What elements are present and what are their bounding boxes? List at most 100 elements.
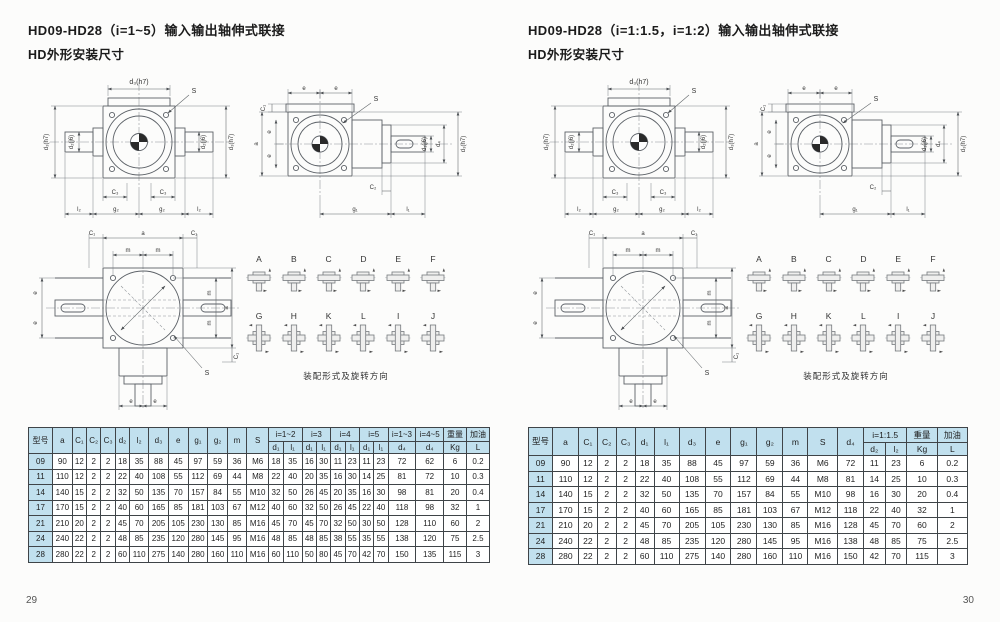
- dim-label: m: [207, 321, 213, 326]
- dim-label: d₂(j6): [69, 135, 75, 149]
- value-cell: 45: [167, 453, 189, 470]
- col-header: m: [782, 427, 809, 456]
- value-cell: 0.3: [465, 468, 491, 485]
- value-cell: 32: [114, 484, 131, 501]
- coupling-variant-L: L: [848, 311, 878, 358]
- value-cell: 30: [344, 468, 360, 485]
- value-cell: 240: [552, 532, 579, 549]
- value-cell: 2: [86, 530, 102, 547]
- value-cell: 135: [415, 546, 445, 563]
- value-cell: M16: [245, 515, 270, 532]
- value-cell: 70: [373, 546, 389, 563]
- coupling-variant-label: L: [361, 311, 366, 321]
- value-cell: 138: [836, 532, 864, 549]
- model-cell: 21: [28, 515, 53, 532]
- coupling-diagram-icon: [385, 324, 412, 353]
- value-cell: 45: [301, 515, 317, 532]
- value-cell: 60: [282, 499, 303, 516]
- value-cell: 95: [226, 530, 247, 547]
- value-cell: 2: [100, 530, 116, 547]
- value-cell: 35: [282, 453, 303, 470]
- coupling-variant-label: D: [360, 254, 367, 264]
- dim-label: e: [653, 399, 657, 405]
- value-cell: 90: [552, 455, 579, 472]
- value-cell: M10: [807, 486, 838, 503]
- value-cell: 97: [730, 455, 758, 472]
- value-cell: 67: [226, 499, 247, 516]
- value-cell: 2: [100, 499, 116, 516]
- dim-label: d₃(h7): [729, 134, 735, 150]
- col-header: d₃: [148, 427, 169, 454]
- value-cell: 2: [100, 515, 116, 532]
- dim-label: e: [629, 399, 633, 405]
- coupling-variant-H: H: [279, 311, 309, 358]
- coupling-variant-label: E: [395, 254, 402, 264]
- value-cell: 98: [415, 499, 445, 516]
- coupling-variant-label: I: [897, 311, 900, 321]
- value-cell: 140: [704, 548, 732, 565]
- value-cell: 103: [207, 499, 228, 516]
- coupling-diagram-icon: [419, 324, 446, 353]
- value-cell: 210: [552, 517, 579, 534]
- dim-label: e: [129, 399, 133, 405]
- col-header: g₂: [756, 427, 784, 456]
- value-cell: 230: [730, 517, 758, 534]
- coupling-caption: 装配形式及旋转方向: [803, 371, 889, 381]
- value-cell: 16: [301, 453, 317, 470]
- value-cell: 2: [615, 532, 636, 549]
- dim-label: d₂(j6): [569, 135, 575, 149]
- value-cell: 235: [148, 530, 169, 547]
- value-cell: 45: [344, 499, 360, 516]
- value-cell: 55: [226, 484, 247, 501]
- coupling-diagram-icon: [385, 268, 412, 292]
- value-cell: 26: [330, 499, 346, 516]
- dim-label: C₁: [589, 231, 595, 237]
- col-header: a: [52, 427, 73, 454]
- value-cell: 45: [330, 546, 346, 563]
- value-cell: 50: [129, 484, 150, 501]
- value-cell: 150: [836, 548, 864, 565]
- dim-label: e: [33, 321, 39, 325]
- dim-label: C₃: [660, 190, 667, 196]
- value-cell: 110: [552, 470, 579, 487]
- dim-label: m: [656, 248, 661, 254]
- value-cell: 120: [167, 530, 189, 547]
- s-label: S: [205, 370, 210, 377]
- value-cell: 45: [114, 515, 131, 532]
- coupling-diagram-icon: [280, 268, 307, 292]
- value-cell: 85: [226, 515, 247, 532]
- dim-label: l₁: [906, 207, 909, 213]
- col-subheader: d₁: [330, 441, 346, 454]
- value-cell: 130: [756, 517, 784, 534]
- value-cell: 140: [167, 546, 189, 563]
- value-cell: 70: [704, 486, 732, 503]
- coupling-diagram-icon: [850, 268, 877, 292]
- col-header: d₃: [678, 427, 706, 456]
- coupling-variant-A: A: [244, 254, 274, 299]
- value-cell: 22: [71, 546, 88, 563]
- dim-label: d₃(h7): [629, 79, 648, 86]
- value-cell: 50: [653, 486, 680, 503]
- dim-label: d₄: [936, 141, 942, 147]
- dim-label: d₁(j6): [422, 137, 428, 151]
- dim-label: C₃: [112, 190, 119, 196]
- dim-label: g₁: [852, 207, 857, 213]
- coupling-variant-J: J: [418, 311, 448, 358]
- value-cell: 84: [207, 484, 228, 501]
- value-cell: 3: [465, 546, 491, 563]
- col-subheader: l₁: [282, 441, 303, 454]
- value-cell: 55: [344, 530, 360, 547]
- plan-view-drawing: C₁ a C₁ m m e e m m a C₁: [533, 231, 740, 410]
- model-cell: 24: [28, 530, 53, 547]
- dim-label: d₃(h7): [129, 79, 148, 86]
- col-group-header: i=3: [301, 427, 332, 442]
- value-cell: 15: [71, 484, 88, 501]
- coupling-variant-K: K: [314, 311, 344, 358]
- dim-label: C₃: [612, 190, 619, 196]
